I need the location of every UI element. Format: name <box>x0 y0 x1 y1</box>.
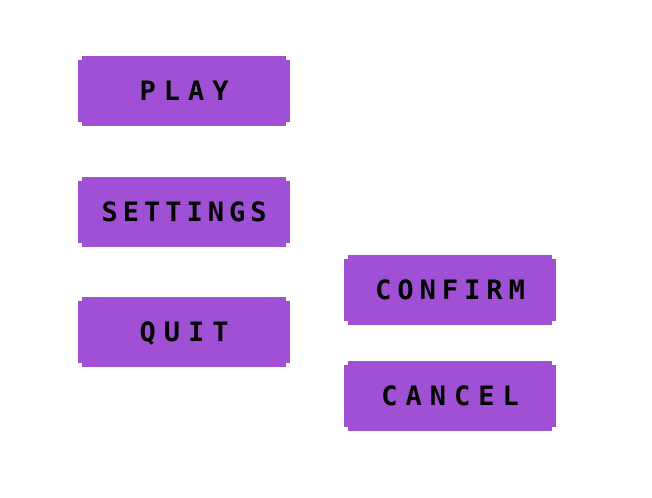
settings-label: SETTINGS <box>101 196 272 228</box>
quit-label: QUIT <box>139 316 237 348</box>
cancel-button[interactable]: CANCEL <box>344 361 556 431</box>
quit-button[interactable]: QUIT <box>78 297 290 367</box>
cancel-label: CANCEL <box>381 380 527 412</box>
play-label: PLAY <box>139 75 237 107</box>
settings-button[interactable]: SETTINGS <box>78 177 290 247</box>
confirm-label: CONFIRM <box>375 274 531 306</box>
confirm-button[interactable]: CONFIRM <box>344 255 556 325</box>
play-button[interactable]: PLAY <box>78 56 290 126</box>
